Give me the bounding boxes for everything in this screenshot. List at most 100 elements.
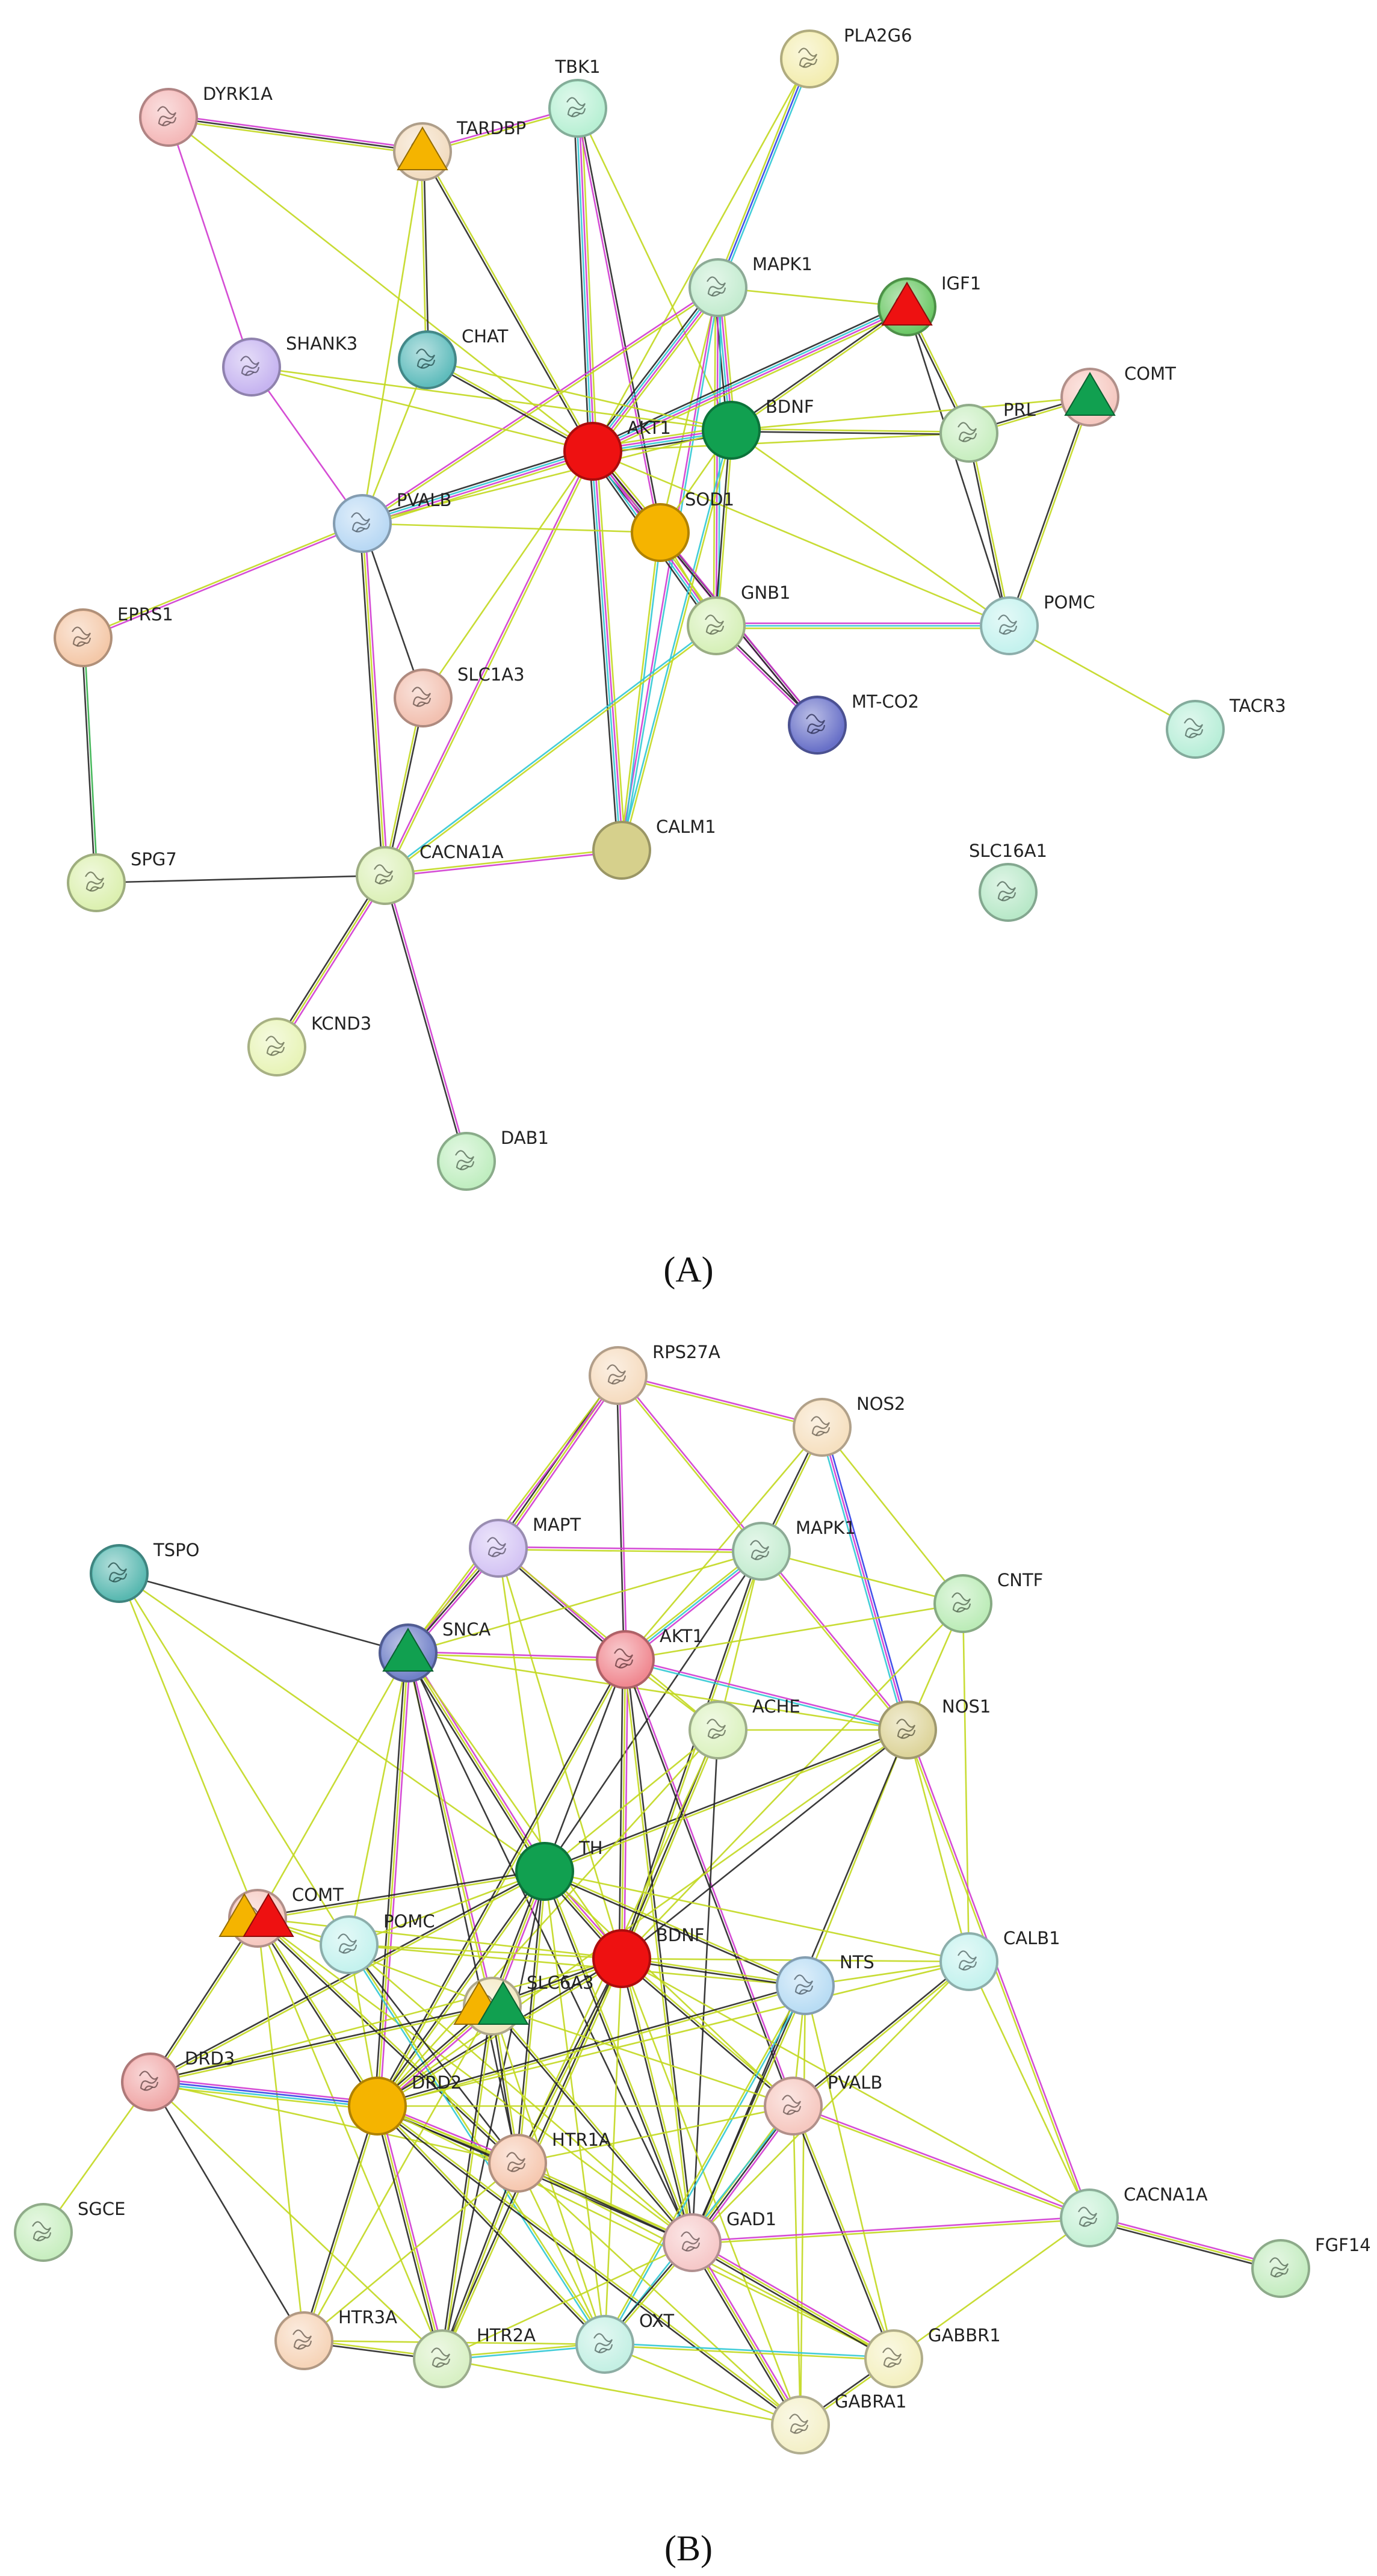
edge-dyrk1a-shank3: [167, 117, 253, 368]
node-nos1[interactable]: NOS1: [878, 1696, 991, 1759]
node-bdnf[interactable]: BDNF: [592, 1925, 705, 1988]
edge-comt-slc6a3: [257, 1917, 493, 2007]
node-htr2a[interactable]: HTR2A: [413, 2325, 536, 2388]
structure-icon: [958, 422, 977, 442]
node-cntf[interactable]: CNTF: [933, 1570, 1043, 1633]
node-drd3[interactable]: DRD3: [121, 2048, 235, 2111]
panel-label-b: (B): [664, 2528, 713, 2568]
node-rps27a[interactable]: RPS27A: [589, 1342, 720, 1405]
edge-pvalb-cacna1a: [359, 523, 389, 876]
node-pomc[interactable]: POMC: [320, 1911, 435, 1974]
node-mt-co2[interactable]: MT-CO2: [788, 691, 919, 755]
edge-gad1-gabra1: [689, 2241, 803, 2427]
node-slc1a3[interactable]: SLC1A3: [394, 664, 525, 727]
node-label: EPRS1: [117, 604, 173, 625]
edge-drd2-htr2a: [374, 2105, 446, 2360]
edge-gnb1-pomc: [716, 622, 1009, 629]
node-drd2[interactable]: DRD2: [348, 2072, 462, 2136]
node-spg7[interactable]: SPG7: [67, 849, 177, 912]
node-snca[interactable]: SNCA: [379, 1619, 490, 1682]
node-label: KCND3: [311, 1013, 371, 1034]
edge-comt-bdnf: [257, 1917, 622, 1960]
edge-tardbp-akt1: [421, 150, 595, 452]
edge-htr1a-htr2a: [440, 2162, 520, 2360]
node-eprs1[interactable]: EPRS1: [54, 604, 173, 667]
node-bdnf[interactable]: BDNF: [702, 397, 814, 460]
node-cacna1a[interactable]: CACNA1A: [1060, 2184, 1208, 2247]
node-fgf14[interactable]: FGF14: [1251, 2235, 1371, 2298]
edge-shank3-akt1: [251, 366, 593, 452]
edge-th-comt: [257, 1869, 545, 1921]
node-kcnd3[interactable]: KCND3: [247, 1013, 371, 1076]
node-prl[interactable]: PRL: [939, 400, 1036, 463]
node-pvalb[interactable]: PVALB: [764, 2072, 882, 2136]
edge-pla2g6-akt1: [592, 58, 811, 452]
edge-chat-akt1: [426, 358, 594, 453]
node-label: ACHE: [752, 1696, 800, 1717]
edge-slc6a3-pvalb: [492, 2005, 794, 2107]
node-th[interactable]: TH: [515, 1838, 603, 1901]
node-tardbp[interactable]: TARDBP: [393, 118, 526, 181]
node-cacna1a[interactable]: CACNA1A: [356, 842, 504, 905]
node-htr1a[interactable]: HTR1A: [488, 2130, 611, 2193]
node-sgce[interactable]: SGCE: [14, 2199, 125, 2262]
node-calb1[interactable]: CALB1: [939, 1928, 1060, 1991]
marker-triangle-icon: [243, 1893, 294, 1937]
edge-snca-htr1a: [407, 1652, 519, 2164]
edge-drd3-drd2: [150, 2077, 378, 2111]
edge-slc6a3-htr2a: [440, 2006, 495, 2359]
node-tacr3[interactable]: TACR3: [1166, 696, 1286, 759]
node-shank3[interactable]: SHANK3: [222, 333, 357, 397]
edge-akt1-nos1: [625, 1657, 908, 1732]
edge-snca-akt1: [407, 1651, 626, 1662]
edge-dyrk1a-akt1: [168, 116, 593, 452]
node-sod1[interactable]: SOD1: [631, 489, 734, 562]
node-dab1[interactable]: DAB1: [437, 1128, 549, 1191]
node-pla2g6[interactable]: PLA2G6: [780, 25, 912, 88]
structure-icon: [750, 1540, 770, 1560]
node-gad1[interactable]: GAD1: [663, 2209, 776, 2272]
node-label: MAPK1: [752, 254, 812, 274]
node-comt[interactable]: COMT: [1060, 363, 1176, 427]
node-htr3a[interactable]: HTR3A: [274, 2307, 397, 2370]
node-label: GABRA1: [835, 2391, 906, 2412]
edge-mapk1-igf1: [717, 286, 908, 308]
node-label: CACNA1A: [419, 842, 504, 862]
node-dyrk1a[interactable]: DYRK1A: [139, 84, 273, 147]
node-chat[interactable]: CHAT: [398, 326, 509, 389]
structure-icon: [506, 2152, 526, 2172]
structure-icon: [789, 2414, 809, 2434]
structure-icon: [566, 97, 586, 117]
node-calm1[interactable]: CALM1: [592, 817, 716, 880]
structure-icon: [455, 1150, 475, 1170]
node-tbk1[interactable]: TBK1: [548, 57, 607, 138]
node-comt[interactable]: COMT: [218, 1885, 344, 1948]
node-nts[interactable]: NTS: [776, 1952, 874, 2015]
node-pomc[interactable]: POMC: [980, 592, 1095, 655]
structure-icon: [431, 2347, 451, 2368]
edge-mapk1-sod1: [659, 287, 719, 533]
edge-snca-nos1: [407, 1652, 908, 1731]
node-akt1[interactable]: AKT1: [563, 418, 671, 481]
edge-cntf-calb1: [962, 1603, 970, 1962]
node-mapt[interactable]: MAPT: [469, 1515, 581, 1578]
node-gabbr1[interactable]: GABBR1: [864, 2325, 1001, 2388]
edge-rps27a-akt1: [616, 1375, 628, 1660]
marker-triangle-icon: [397, 126, 448, 170]
node-nos2[interactable]: NOS2: [793, 1394, 905, 1457]
node-gabra1[interactable]: GABRA1: [771, 2391, 906, 2454]
node-mapk1[interactable]: MAPK1: [732, 1518, 856, 1581]
node-slc6a3[interactable]: SLC6A3: [453, 1972, 594, 2036]
node-mapk1[interactable]: MAPK1: [688, 254, 812, 317]
structure-icon: [72, 626, 91, 647]
node-slc16a1[interactable]: SLC16A1: [969, 841, 1047, 922]
edge-bdnf-gabra1: [620, 1958, 802, 2426]
node-ache[interactable]: ACHE: [688, 1696, 800, 1759]
node-pvalb[interactable]: PVALB: [333, 490, 451, 553]
node-igf1[interactable]: IGF1: [877, 273, 981, 336]
node-akt1[interactable]: AKT1: [596, 1626, 704, 1689]
node-tspo[interactable]: TSPO: [90, 1540, 199, 1603]
node-oxt[interactable]: OXT: [575, 2311, 674, 2374]
edge-tspo-th: [119, 1572, 545, 1873]
node-gnb1[interactable]: GNB1: [687, 582, 791, 655]
